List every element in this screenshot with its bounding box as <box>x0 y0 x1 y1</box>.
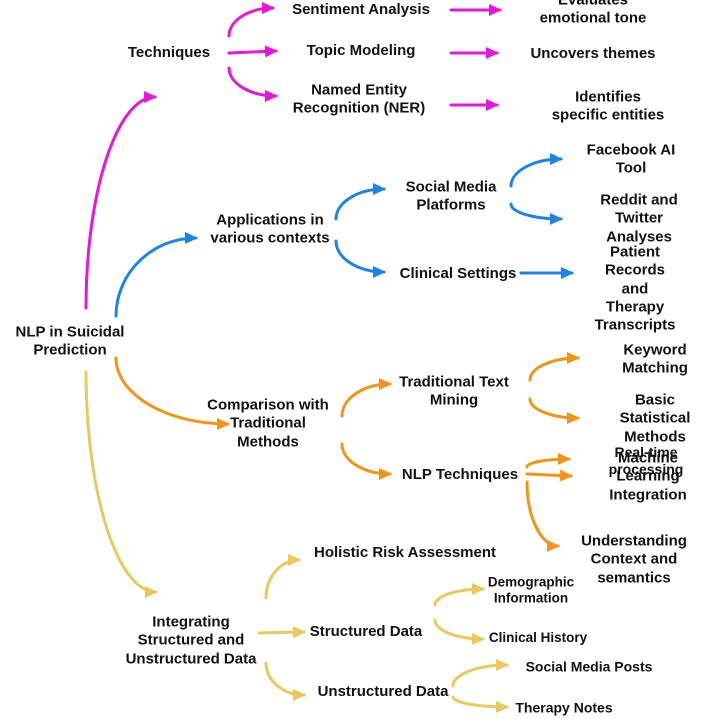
ner-result-node: Identifies specific entities <box>551 88 665 124</box>
patient-records-node: Patient Records and Therapy Transcripts <box>594 243 676 334</box>
arrowhead-techniques-8 <box>486 47 499 59</box>
arrowhead-comparison-15 <box>379 378 392 390</box>
arrowhead-comparison-21 <box>547 540 560 552</box>
arrowhead-applications-14 <box>561 267 574 279</box>
arrowhead-applications-10 <box>373 183 386 195</box>
comparison-node: Comparison with Traditional Methods <box>207 396 329 451</box>
connector-integrating-3 <box>84 370 158 594</box>
connector-techniques-4 <box>227 6 275 38</box>
structured-data-node: Structured Data <box>309 622 423 640</box>
connector-comparison-15 <box>340 382 392 418</box>
sentiment-result-node: Evaluates emotional tone <box>539 0 647 27</box>
arrowhead-techniques-6 <box>265 90 278 102</box>
arrowhead-techniques-7 <box>489 4 502 16</box>
clinical-settings-node: Clinical Settings <box>399 264 517 282</box>
arrowhead-comparison-18 <box>567 412 580 424</box>
reddit-twitter-node: Reddit and Twitter Analyses <box>600 191 678 246</box>
realtime-processing-node: Real-time processing <box>608 443 684 477</box>
traditional-mining-node: Traditional Text Mining <box>399 373 509 409</box>
social-media-node: Social Media Platforms <box>405 178 497 214</box>
connector-comparison-21 <box>525 480 560 548</box>
root-node: NLP in Suicidal Prediction <box>15 323 125 359</box>
arrowhead-integrating-23 <box>292 626 306 639</box>
arrowhead-techniques-5 <box>264 45 278 58</box>
nlp-techniques-node: NLP Techniques <box>401 465 519 483</box>
arrowhead-applications-12 <box>550 153 563 165</box>
arrowhead-comparison-16 <box>379 468 392 480</box>
connector-applications-11 <box>334 239 386 274</box>
applications-node: Applications in various contexts <box>210 211 330 247</box>
sentiment-analysis-node: Sentiment Analysis <box>292 0 430 18</box>
unstructured-data-node: Unstructured Data <box>317 682 449 700</box>
arrowhead-techniques-9 <box>486 99 499 111</box>
arrowhead-integrating-24 <box>293 689 306 701</box>
ml-integration-node: Machine Learning Integration <box>609 449 687 504</box>
basic-statistical-node: Basic Statistical Methods <box>619 391 691 446</box>
social-media-posts-node: Social Media Posts <box>525 658 653 675</box>
understanding-context-node: Understanding Context and semantics <box>581 532 687 587</box>
connector-integrating-24 <box>264 661 306 697</box>
holistic-risk-node: Holistic Risk Assessment <box>313 543 497 561</box>
arrowhead-integrating-28 <box>496 701 509 713</box>
arrowhead-integrating-25 <box>472 583 485 595</box>
keyword-matching-node: Keyword Matching <box>622 341 688 377</box>
techniques-node: Techniques <box>127 43 211 61</box>
arrowhead-techniques-0 <box>144 91 157 103</box>
connector-applications-1 <box>114 236 198 318</box>
integrating-node: Integrating Structured and Unstructured … <box>125 613 257 668</box>
topic-result-node: Uncovers themes <box>530 44 656 62</box>
arrowhead-integrating-3 <box>145 586 158 598</box>
connector-comparison-16 <box>340 442 392 476</box>
topic-modeling-node: Topic Modeling <box>306 41 416 59</box>
connector-applications-10 <box>334 187 386 221</box>
clinical-history-node: Clinical History <box>488 629 588 645</box>
arrowhead-integrating-26 <box>472 633 485 645</box>
arrowhead-integrating-22 <box>288 554 301 566</box>
arrowhead-applications-11 <box>373 266 386 278</box>
arrowhead-comparison-17 <box>567 352 580 364</box>
arrowhead-comparison-2 <box>217 418 230 430</box>
therapy-notes-node: Therapy Notes <box>515 699 613 716</box>
arrowhead-integrating-27 <box>496 659 509 671</box>
facebook-ai-node: Facebook AI Tool <box>586 141 676 177</box>
demographic-info-node: Demographic Information <box>487 574 575 606</box>
arrowhead-techniques-4 <box>262 2 275 14</box>
arrowhead-applications-1 <box>185 232 198 244</box>
arrowhead-applications-13 <box>550 213 563 225</box>
connector-techniques-0 <box>84 95 157 310</box>
ner-node: Named Entity Recognition (NER) <box>292 81 426 117</box>
arrowhead-comparison-19 <box>558 453 571 465</box>
connector-integrating-22 <box>264 558 301 600</box>
connector-comparison-2 <box>114 356 230 426</box>
arrowhead-comparison-20 <box>559 469 573 482</box>
connector-techniques-6 <box>227 66 278 98</box>
